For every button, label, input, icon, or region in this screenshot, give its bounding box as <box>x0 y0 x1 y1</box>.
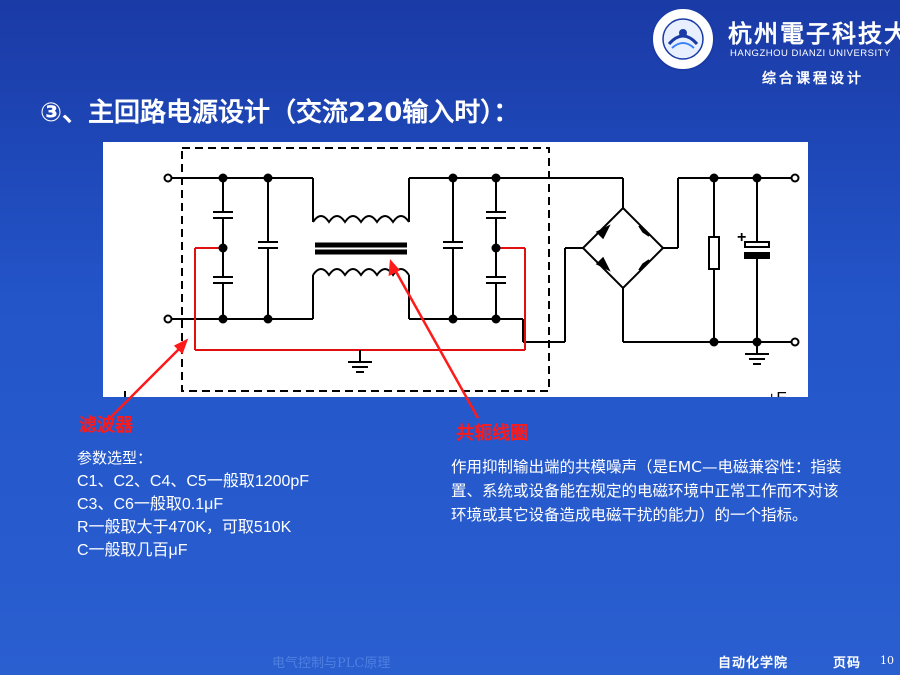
university-name-cn: 杭州電子科技大學 <box>728 19 900 48</box>
university-seal-icon <box>651 7 715 71</box>
diagram-label-e: +E <box>767 390 787 397</box>
parameter-heading: 参数选型： <box>77 449 153 467</box>
parameter-line: C3、C6一般取0.1μF <box>77 496 224 513</box>
parameter-line: C1、C2、C4、C5一般取1200pF <box>77 473 310 490</box>
course-title: 综合课程设计 <box>762 71 864 87</box>
university-name-en: HANGZHOU DIANZI UNIVERSITY <box>730 48 891 59</box>
footer-school: 自动化学院 <box>718 656 789 671</box>
parameter-line: C一般取几百μF <box>77 542 188 559</box>
svg-text:+: + <box>737 229 746 246</box>
choke-description: 作用抑制输出端的共模噪声（是EMC—电磁兼容性：指装置、系统或设备能在规定的电磁… <box>451 458 842 524</box>
footer-course: 电气控制与PLC原理 <box>272 656 391 671</box>
choke-label: 共轭线圈 <box>456 423 528 444</box>
footer-page-label: 页码 <box>833 656 862 671</box>
circuit-diagram: + +E <box>103 142 808 397</box>
parameter-list: 参数选型： C1、C2、C4、C5一般取1200pF C3、C6一般取0.1μF… <box>77 447 309 562</box>
filter-label: 滤波器 <box>79 415 133 436</box>
brand-header: 杭州電子科技大學 HANGZHOU DIANZI UNIVERSITY 综合课程… <box>650 0 900 90</box>
page-number: 10 <box>880 654 894 667</box>
slide-title: ③、主回路电源设计（交流220输入时）： <box>40 98 520 128</box>
parameter-line: R一般取大于470K，可取510K <box>77 519 292 536</box>
